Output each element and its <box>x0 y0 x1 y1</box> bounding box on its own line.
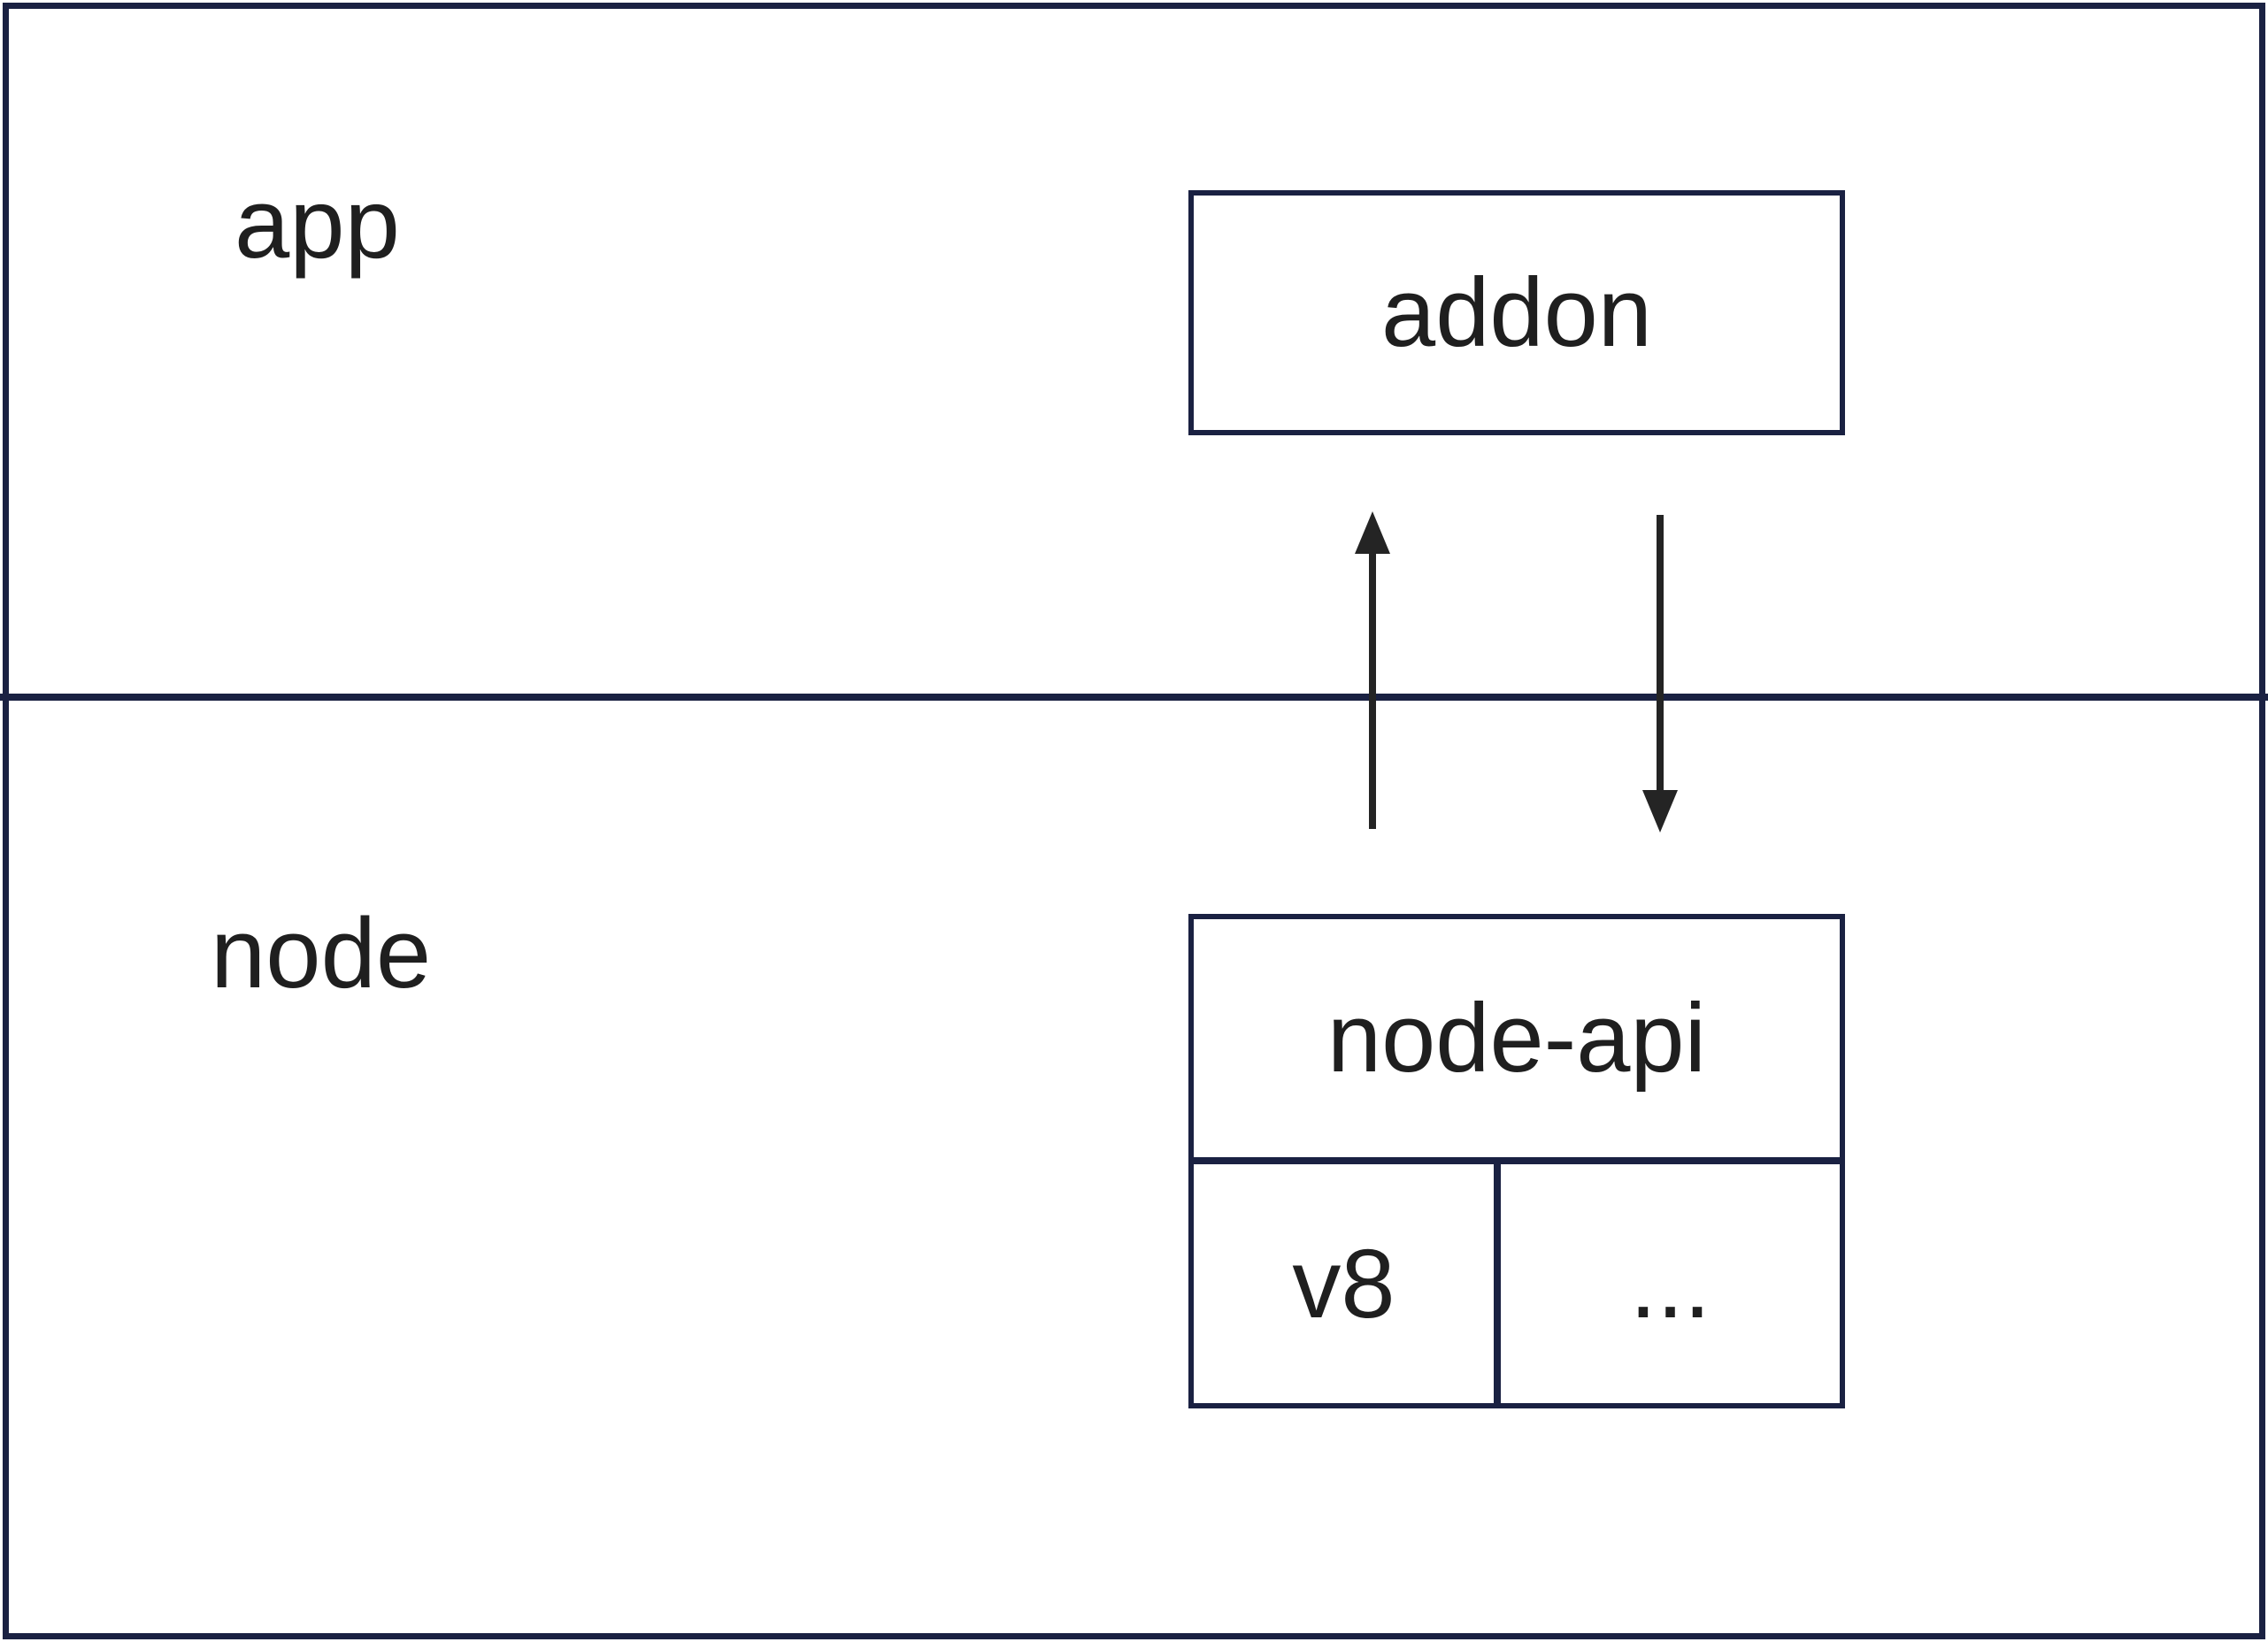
node-api-title-cell: node-api <box>1194 919 1840 1164</box>
addon-box-label: addon <box>1381 258 1652 367</box>
v8-cell: v8 <box>1194 1164 1501 1403</box>
node-api-box: node-api v8 ... <box>1188 914 1845 1408</box>
addon-box: addon <box>1188 190 1845 435</box>
app-node-divider-line <box>0 694 2268 701</box>
v8-cell-label: v8 <box>1292 1229 1395 1339</box>
ellipsis-cell: ... <box>1501 1164 1840 1403</box>
app-layer-label: app <box>234 168 400 279</box>
node-api-sub-row: v8 ... <box>1194 1164 1840 1403</box>
ellipsis-cell-label: ... <box>1629 1229 1711 1339</box>
node-api-label: node-api <box>1326 984 1707 1093</box>
node-layer-label: node <box>211 898 432 1009</box>
runtime-boundary-box <box>3 3 2265 1639</box>
